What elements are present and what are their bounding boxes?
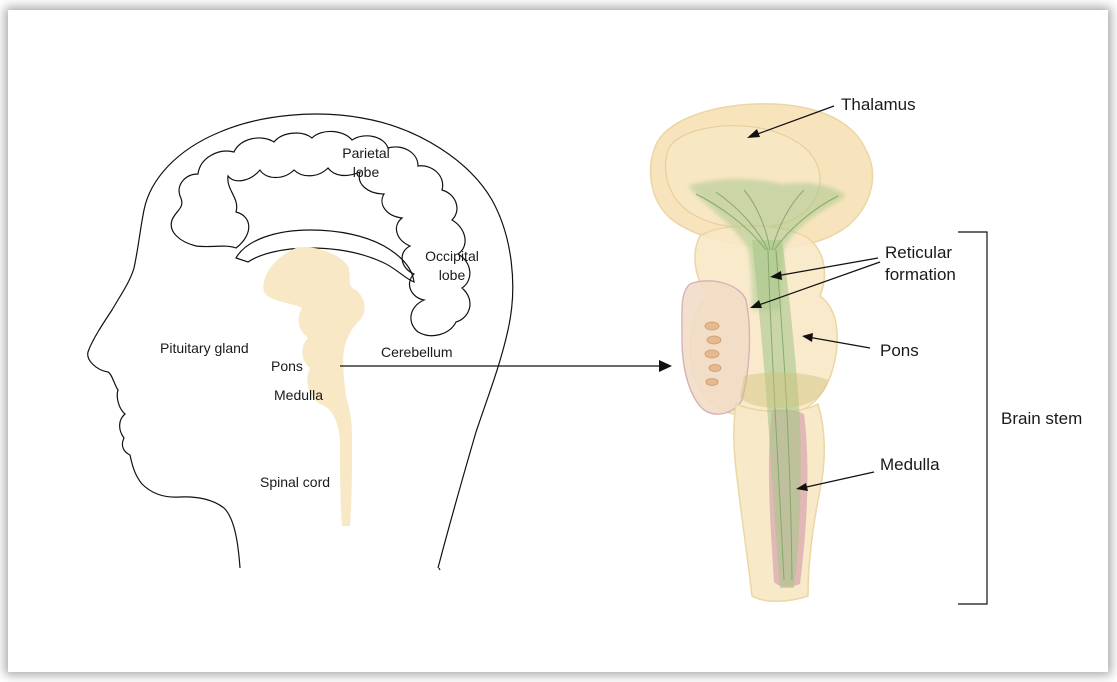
label-parietal-lobe-2: lobe	[353, 164, 380, 180]
nucleus-2	[707, 336, 721, 344]
label-head-medulla: Medulla	[274, 387, 323, 403]
label-spinal-cord: Spinal cord	[260, 474, 330, 490]
nucleus-4	[709, 365, 721, 372]
reticular-tan-band	[740, 373, 828, 408]
brainstem-illustration	[651, 104, 873, 601]
brain-stem-bracket	[958, 232, 987, 604]
label-reticular-formation-2: formation	[885, 265, 956, 284]
connector-arrowhead	[659, 360, 672, 372]
head-outline	[88, 114, 513, 568]
label-occipital-lobe-2: lobe	[439, 267, 466, 283]
label-parietal-lobe-1: Parietal	[342, 145, 389, 161]
head-profile	[88, 114, 513, 570]
nucleus-3	[705, 350, 719, 358]
nucleus-1	[705, 322, 719, 330]
label-stem-medulla: Medulla	[880, 455, 940, 474]
label-brain-stem: Brain stem	[1001, 409, 1082, 428]
neck-right-edge	[439, 568, 440, 570]
label-occipital-lobe-1: Occipital	[425, 248, 479, 264]
connector-arrow	[340, 360, 672, 372]
label-thalamus: Thalamus	[841, 95, 916, 114]
label-stem-pons: Pons	[880, 341, 919, 360]
brainstem-labels: Thalamus Reticular formation Pons Medull…	[841, 95, 1082, 474]
nucleus-5	[706, 379, 718, 386]
label-reticular-formation-1: Reticular	[885, 243, 952, 262]
lateral-peduncle	[682, 281, 750, 414]
label-pituitary-gland: Pituitary gland	[160, 340, 249, 356]
label-cerebellum: Cerebellum	[381, 344, 453, 360]
label-head-pons: Pons	[271, 358, 303, 374]
